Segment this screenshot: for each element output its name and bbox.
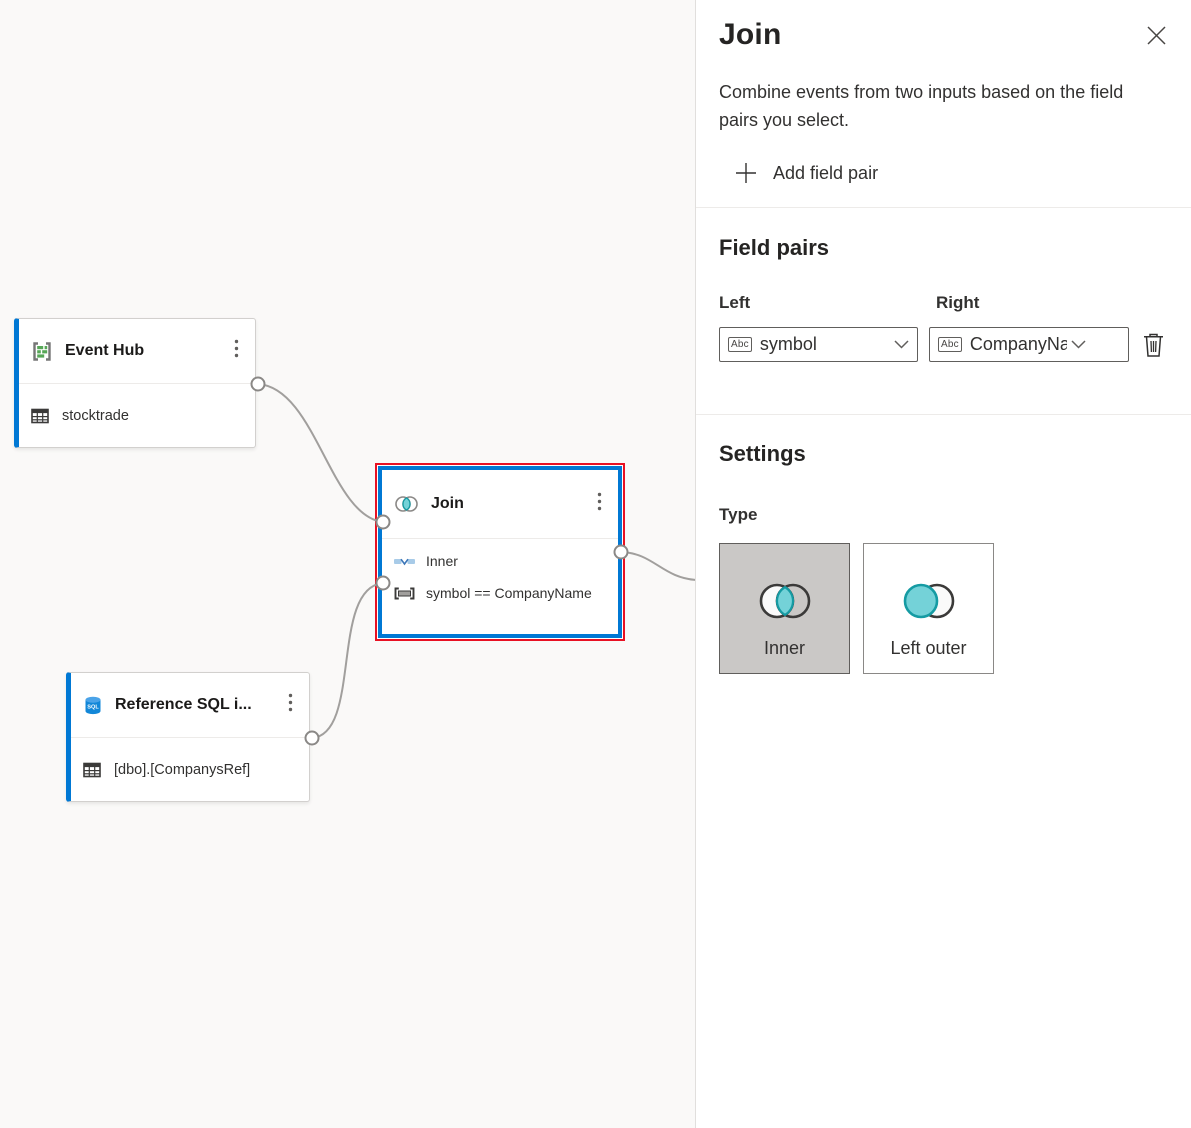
join-type-option-left-outer[interactable]: Left outer xyxy=(863,543,994,674)
join-type-label: Type xyxy=(719,505,758,524)
add-field-pair-label: Add field pair xyxy=(773,162,879,183)
settings-heading: Settings xyxy=(719,441,806,466)
svg-text:SQL: SQL xyxy=(87,704,99,710)
node-event-hub-header: Event Hub xyxy=(19,319,255,384)
node-join: Join Inner xyxy=(378,466,622,638)
join-type-value: Inner xyxy=(426,553,458,569)
node-table-name: stocktrade xyxy=(62,407,129,424)
node-reference-sql-header: SQL Reference SQL i... xyxy=(71,673,309,738)
join-type-row: Inner xyxy=(394,553,604,569)
plus-icon xyxy=(736,163,756,183)
join-type-options: Inner Left outer xyxy=(719,543,1167,674)
join-venn-icon xyxy=(395,496,418,512)
join-condition-row: symbol == CompanyName xyxy=(394,585,604,601)
right-field-value: CompanyName xyxy=(969,334,1067,354)
node-reference-sql-body: [dbo].[CompanysRef] xyxy=(71,738,309,801)
divider xyxy=(696,414,1191,415)
more-menu-button[interactable] xyxy=(595,490,604,518)
diagram-canvas[interactable]: Event Hub stocktrade xyxy=(0,0,695,1128)
left-field-value: symbol xyxy=(759,334,817,354)
node-title: Join xyxy=(431,495,464,512)
ellipsis-icon xyxy=(234,339,239,358)
join-condition-value: symbol == CompanyName xyxy=(426,585,592,601)
event-hub-icon xyxy=(33,341,51,361)
sql-database-icon: SQL xyxy=(85,696,101,714)
delete-field-pair-button[interactable] xyxy=(1140,330,1167,360)
close-icon xyxy=(1146,25,1166,45)
chevron-down-icon xyxy=(894,340,909,349)
node-title: Event Hub xyxy=(65,342,145,359)
ellipsis-icon xyxy=(597,492,602,511)
node-event-hub-body: stocktrade xyxy=(19,384,255,447)
more-menu-button[interactable] xyxy=(286,691,295,719)
settings-section: Settings Type Inner Left outer xyxy=(696,415,1191,674)
left-field-dropdown[interactable]: Abc symbol xyxy=(719,327,919,362)
inner-join-label: Inner xyxy=(763,638,806,658)
join-config-panel: Join Combine events from two inputs base… xyxy=(695,0,1191,1128)
panel-title: Join xyxy=(719,18,782,51)
field-pair-labels: Left Right xyxy=(719,293,1167,313)
field-pair-row: Abc symbol Abc CompanyName xyxy=(719,327,1167,362)
node-reference-sql[interactable]: SQL Reference SQL i... [dbo].[Companys xyxy=(66,672,310,802)
node-join-body: Inner symbol == CompanyName xyxy=(382,539,618,601)
expression-icon xyxy=(394,587,415,599)
table-icon xyxy=(31,408,49,423)
table-icon xyxy=(83,762,101,777)
string-type-icon: Abc xyxy=(938,337,962,352)
node-join-selected[interactable]: Join Inner xyxy=(375,463,625,641)
close-panel-button[interactable] xyxy=(1143,22,1169,48)
trash-icon xyxy=(1144,333,1163,357)
field-pairs-section: Field pairs Left Right Abc symbol Abc Co… xyxy=(696,208,1191,414)
panel-description: Combine events from two inputs based on … xyxy=(719,82,1124,130)
add-field-pair-button[interactable]: Add field pair xyxy=(729,158,884,188)
right-field-dropdown[interactable]: Abc CompanyName xyxy=(929,327,1129,362)
inner-join-icon xyxy=(759,583,810,619)
join-type-icon xyxy=(394,558,415,565)
chevron-down-icon xyxy=(1071,340,1086,349)
more-menu-button[interactable] xyxy=(232,337,241,365)
node-title: Reference SQL i... xyxy=(115,696,252,713)
field-pairs-heading: Field pairs xyxy=(719,235,830,260)
right-field-label: Right xyxy=(936,293,980,312)
node-join-header: Join xyxy=(382,470,618,539)
panel-header: Join xyxy=(696,0,1191,52)
left-field-label: Left xyxy=(719,293,751,312)
node-event-hub[interactable]: Event Hub stocktrade xyxy=(14,318,256,448)
divider xyxy=(696,207,1191,208)
join-type-option-inner[interactable]: Inner xyxy=(719,543,850,674)
ellipsis-icon xyxy=(288,693,293,712)
left-outer-join-icon xyxy=(903,583,954,619)
node-table-name: [dbo].[CompanysRef] xyxy=(114,761,251,778)
string-type-icon: Abc xyxy=(728,337,752,352)
left-outer-join-label: Left outer xyxy=(890,638,967,658)
